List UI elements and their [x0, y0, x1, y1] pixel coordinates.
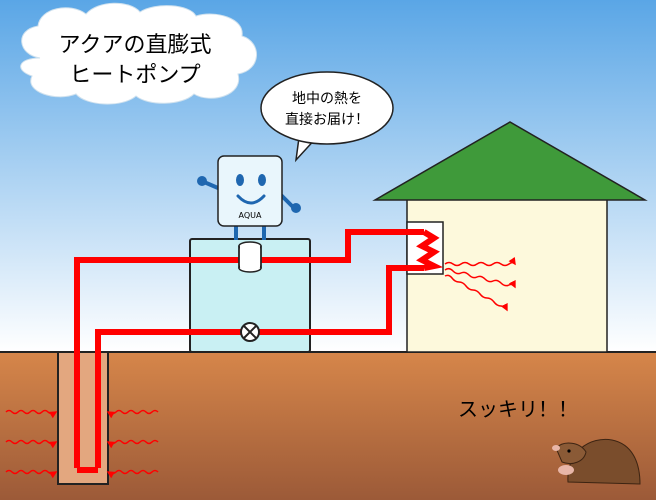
speech-bubble: 地中の熱を 直接お届け！	[260, 71, 394, 163]
cloud-title-line-1: アクアの直膨式	[59, 33, 212, 58]
title-cloud: アクアの直膨式 ヒートポンプ	[20, 2, 257, 105]
mole-exclamation: スッキリ！！	[458, 397, 578, 421]
ground-heat-waves-right	[106, 409, 159, 479]
house	[372, 121, 648, 353]
house-wall	[406, 197, 608, 353]
heat-pump-unit	[189, 238, 311, 353]
refrigerant-pipe	[74, 229, 444, 473]
ground-heat-waves-left	[5, 409, 58, 479]
mascot-tag: AQUA	[239, 211, 262, 220]
house-roof	[372, 121, 648, 201]
expansion-valve-icon	[240, 322, 260, 342]
mole	[552, 438, 641, 485]
speech-line-1: 地中の熱を	[292, 91, 362, 107]
speech-line-2: 直接お届け！	[285, 111, 369, 128]
aqua-mascot: AQUA	[197, 155, 301, 240]
indoor-heat-waves	[444, 256, 516, 312]
cylinder-icon	[238, 241, 262, 273]
cloud-title-line-2: ヒートポンプ	[69, 63, 200, 88]
